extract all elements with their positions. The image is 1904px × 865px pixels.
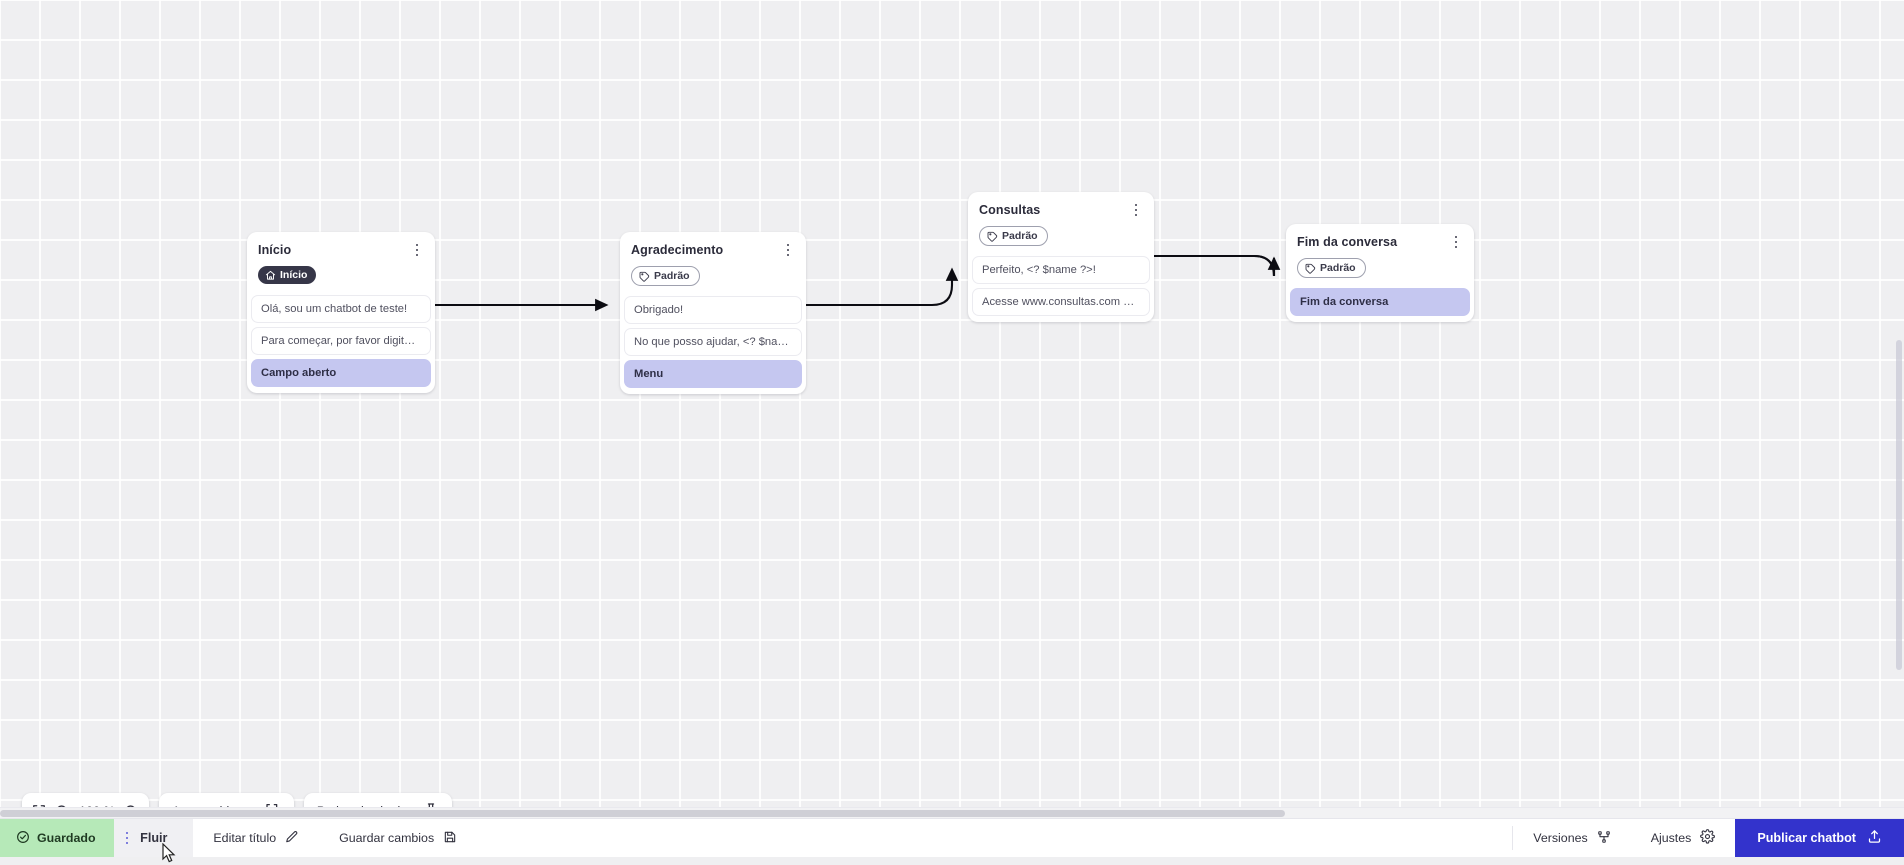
node-badge-padrao[interactable]: Padrão	[979, 226, 1048, 246]
node-rows: Perfeito, <? $name ?>! Acesse www.consul…	[968, 256, 1154, 316]
node-menu-icon[interactable]	[410, 241, 424, 259]
node-title: Início	[258, 242, 291, 258]
node-fim-da-conversa[interactable]: Fim da conversa Padrão Fim da conversa	[1286, 224, 1474, 322]
branch-icon	[1597, 830, 1611, 847]
node-consultas[interactable]: Consultas Padrão Perfeito, <? $name ?>! …	[968, 192, 1154, 322]
node-title: Consultas	[979, 202, 1040, 218]
edit-title-label: Editar título	[213, 831, 276, 845]
node-row[interactable]: Olá, sou um chatbot de teste!	[251, 295, 431, 323]
node-badge-row: Padrão	[1286, 251, 1474, 279]
pencil-icon	[285, 830, 299, 847]
save-changes-button[interactable]: Guardar cambios	[319, 819, 477, 857]
bottom-bar-spacer	[477, 819, 1512, 857]
node-menu-icon[interactable]	[781, 241, 795, 259]
node-header: Consultas	[968, 202, 1154, 219]
bottom-bar: Guardado Fluir Editar título Guardar cam…	[0, 818, 1904, 857]
upload-icon	[1867, 829, 1882, 847]
horizontal-scrollbar[interactable]	[0, 807, 1904, 818]
node-badge-row: Padrão	[620, 259, 806, 287]
home-icon	[265, 270, 276, 281]
vertical-scrollbar-thumb[interactable]	[1896, 340, 1902, 670]
node-header: Fim da conversa	[1286, 234, 1474, 251]
node-title: Agradecimento	[631, 242, 723, 258]
horizontal-scrollbar-thumb[interactable]	[0, 810, 1285, 817]
node-rows: Olá, sou um chatbot de teste! Para começ…	[247, 295, 435, 387]
versions-label: Versiones	[1533, 831, 1587, 845]
edge-consultas-fim	[1152, 256, 1274, 276]
edge-agradecimento-consultas	[806, 270, 952, 305]
settings-label: Ajustes	[1651, 831, 1692, 845]
node-row-accent[interactable]: Menu	[624, 360, 802, 388]
tag-icon	[639, 271, 650, 282]
node-inicio[interactable]: Início Início Olá, sou um chatbot de tes…	[247, 232, 435, 393]
publish-chatbot-button[interactable]: Publicar chatbot	[1735, 819, 1904, 857]
check-circle-icon	[16, 830, 30, 847]
node-rows: Obrigado! No que posso ajudar, <? $name …	[620, 296, 806, 388]
node-badge-label: Padrão	[654, 270, 690, 283]
node-badge-row: Padrão	[968, 219, 1154, 247]
node-header: Início	[247, 242, 435, 259]
node-row-accent[interactable]: Fim da conversa	[1290, 288, 1470, 316]
tab-fluir-label: Fluir	[140, 831, 167, 845]
node-row[interactable]: Perfeito, <? $name ?>!	[972, 256, 1150, 284]
node-header: Agradecimento	[620, 242, 806, 259]
vertical-scrollbar[interactable]	[1895, 0, 1904, 818]
node-row[interactable]: Acesse www.consultas.com par...	[972, 288, 1150, 316]
tab-fluir[interactable]: Fluir	[114, 819, 194, 857]
node-row[interactable]: Para começar, por favor digite o ...	[251, 327, 431, 355]
flow-canvas[interactable]: Início Início Olá, sou um chatbot de tes…	[0, 0, 1904, 818]
node-rows: Fim da conversa	[1286, 288, 1474, 316]
connector-layer	[0, 0, 1904, 818]
node-title: Fim da conversa	[1297, 234, 1397, 250]
edit-title-button[interactable]: Editar título	[193, 819, 319, 857]
versions-button[interactable]: Versiones	[1513, 819, 1630, 857]
node-badge-label: Padrão	[1002, 230, 1038, 243]
gear-icon	[1700, 829, 1715, 847]
node-badge-label: Padrão	[1320, 262, 1356, 275]
tag-icon	[1305, 263, 1316, 274]
settings-button[interactable]: Ajustes	[1631, 819, 1736, 857]
save-icon	[443, 830, 457, 847]
saved-status-badge: Guardado	[0, 819, 114, 857]
saved-status-label: Guardado	[37, 831, 96, 845]
tag-icon	[987, 231, 998, 242]
node-row-accent[interactable]: Campo aberto	[251, 359, 431, 387]
publish-chatbot-label: Publicar chatbot	[1757, 831, 1856, 845]
node-badge-row: Início	[247, 259, 435, 286]
node-agradecimento[interactable]: Agradecimento Padrão Obrigado! No que po…	[620, 232, 806, 394]
node-menu-icon[interactable]	[1449, 233, 1463, 251]
node-row[interactable]: Obrigado!	[624, 296, 802, 324]
kebab-icon[interactable]	[126, 832, 129, 845]
bottom-bar-right-group: Versiones Ajustes Publicar chatbot	[1513, 819, 1904, 857]
edge-consultas-fim-tail	[1152, 256, 1274, 276]
node-row[interactable]: No que posso ajudar, <? $name ...	[624, 328, 802, 356]
node-menu-icon[interactable]	[1129, 201, 1143, 219]
node-badge-label: Início	[280, 269, 307, 282]
node-badge-padrao[interactable]: Padrão	[1297, 258, 1366, 278]
node-badge-inicio[interactable]: Início	[258, 266, 316, 284]
save-changes-label: Guardar cambios	[339, 831, 434, 845]
node-badge-padrao[interactable]: Padrão	[631, 266, 700, 286]
